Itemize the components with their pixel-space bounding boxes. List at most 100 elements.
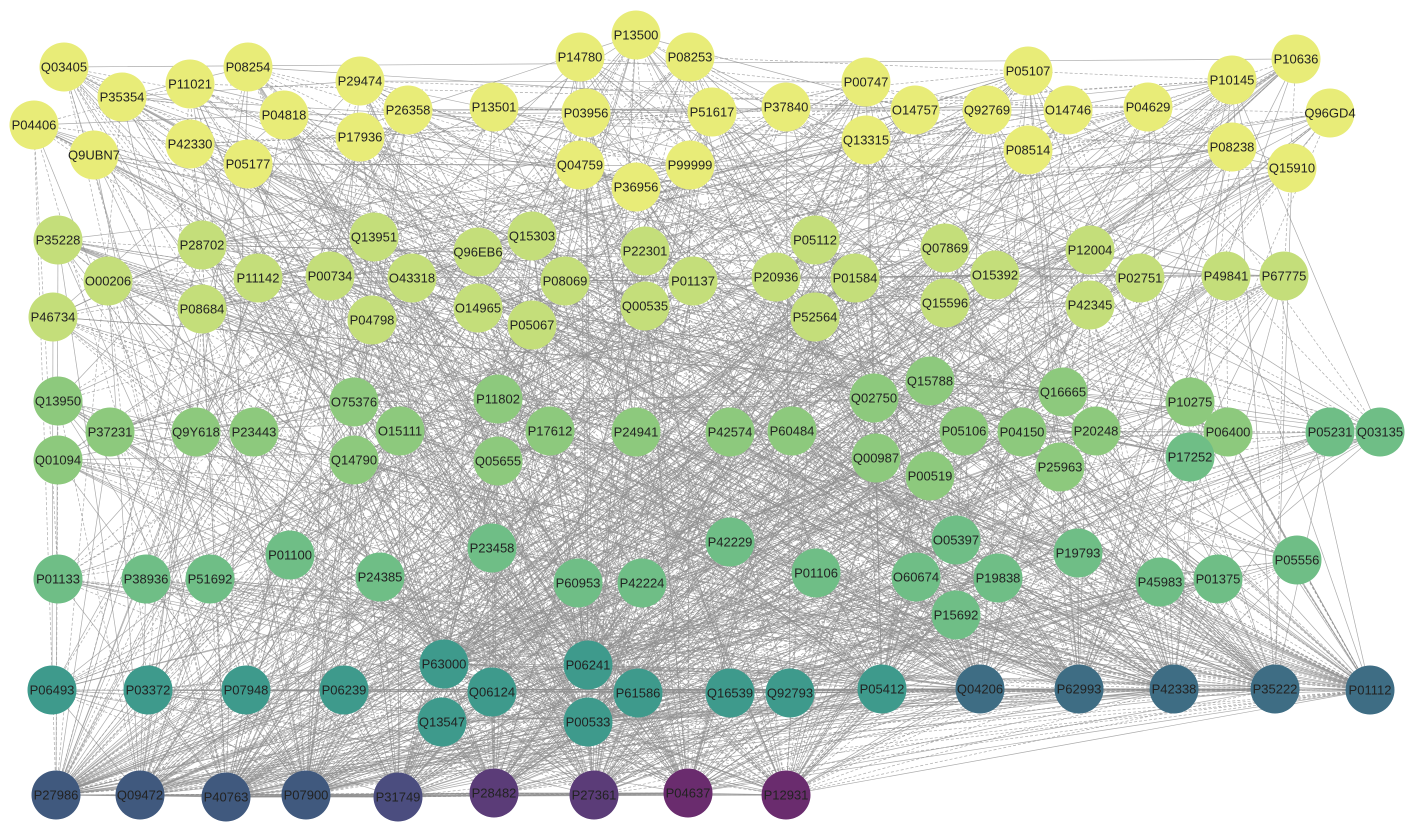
edge-Q06124-O43318 xyxy=(411,277,493,693)
edge-P04637-P05231 xyxy=(687,431,1331,794)
edge-P63000-P15692 xyxy=(443,614,957,665)
node-circle-O14746 xyxy=(1043,85,1093,135)
node-circle-P35222 xyxy=(1250,664,1300,714)
node-P07948: P07948 xyxy=(221,665,271,715)
edge-Q13315-O60674 xyxy=(865,139,917,578)
node-label-P19793: P19793 xyxy=(1056,546,1101,561)
edge-P05556-O43318 xyxy=(411,277,1298,561)
node-label-Q9Y618: Q9Y618 xyxy=(172,425,220,440)
edge-P40763-P37231 xyxy=(109,431,227,798)
node-label-Q14790: Q14790 xyxy=(331,453,377,468)
edge-P11802-P42224 xyxy=(497,398,643,584)
node-P19793: P19793 xyxy=(1053,528,1103,578)
edge-Q00535-P13501 xyxy=(493,106,646,307)
node-P13501: P13501 xyxy=(469,82,519,132)
edge-P27986-Q9Y618 xyxy=(55,431,197,796)
edge-P35222-P05106 xyxy=(963,430,1276,690)
node-label-P01133: P01133 xyxy=(36,572,80,587)
node-label-P17936: P17936 xyxy=(338,130,383,145)
node-circle-Q9UBN7 xyxy=(69,130,119,180)
edge-P99999-P26358 xyxy=(407,109,691,166)
node-label-P37840: P37840 xyxy=(764,100,809,115)
node-circle-P00519 xyxy=(905,451,955,501)
edge-P62993-P04637 xyxy=(687,688,1080,794)
node-label-P10275: P10275 xyxy=(1168,395,1213,410)
edge-P25963-P45983 xyxy=(1059,466,1161,583)
edge-P27986-Q02750 xyxy=(55,397,875,796)
edge-P26358-P05112 xyxy=(407,109,816,241)
edge-Q92769-Q13547 xyxy=(441,109,988,723)
edge-P06239-P37840 xyxy=(343,106,787,691)
node-circle-P01106 xyxy=(791,548,841,598)
edge-P00519-P31749 xyxy=(397,475,931,798)
node-label-P00519: P00519 xyxy=(908,469,953,484)
edge-Q04759-Q00535 xyxy=(579,164,646,307)
edge-P00533-P42224 xyxy=(587,582,643,723)
edge-P03372-Q9Y618 xyxy=(147,431,197,691)
edge-O15111-P60953 xyxy=(399,430,579,584)
edge-Q04206-Q01094 xyxy=(57,459,981,690)
edge-P01112-P13500 xyxy=(635,34,1371,691)
edge-P63000-P02751 xyxy=(443,277,1141,665)
edge-Q09472-P63000 xyxy=(139,663,445,796)
edge-P42338-O14965 xyxy=(477,307,1175,690)
edge-P06239-Q07869 xyxy=(343,247,946,691)
node-circle-Q03405 xyxy=(39,42,89,92)
node-label-P12004: P12004 xyxy=(1068,243,1113,258)
edge-P00519-Q92793 xyxy=(789,475,931,694)
node-label-P42338: P42338 xyxy=(1152,682,1197,697)
edge-O75376-P06239 xyxy=(343,401,355,691)
node-label-P19838: P19838 xyxy=(976,571,1021,586)
node-label-O00206: O00206 xyxy=(85,274,131,289)
node-circle-Q13547 xyxy=(417,697,467,747)
edge-P00533-P10145 xyxy=(587,79,1233,723)
node-P03956: P03956 xyxy=(561,88,611,138)
node-label-P08514: P08514 xyxy=(1006,143,1051,158)
node-label-Q16665: Q16665 xyxy=(1040,385,1086,400)
edge-P28482-P00747 xyxy=(493,81,867,794)
edge-P40763-P62993 xyxy=(225,688,1080,798)
node-P07900: P07900 xyxy=(281,770,331,820)
node-circle-Q00535 xyxy=(620,281,670,331)
edge-P40763-P38936 xyxy=(145,578,227,798)
node-circle-P42574 xyxy=(705,407,755,457)
node-circle-P17936 xyxy=(335,112,385,162)
node-P10636: P10636 xyxy=(1271,34,1321,84)
node-circle-P01100 xyxy=(265,530,315,580)
edge-P11142-P12004 xyxy=(257,249,1091,279)
node-circle-O14757 xyxy=(890,85,940,135)
node-P05231: P05231 xyxy=(1305,407,1355,457)
node-label-Q9UBN7: Q9UBN7 xyxy=(68,148,120,163)
node-circle-P61586 xyxy=(613,668,663,718)
edge-Q13547-P12004 xyxy=(441,249,1091,723)
node-label-Q96EB6: Q96EB6 xyxy=(453,245,502,260)
edge-P26358-P08238 xyxy=(407,109,1233,148)
node-Q01094: Q01094 xyxy=(33,435,83,485)
edge-Q09472-P05106 xyxy=(139,430,965,796)
edge-P19838-Q01094 xyxy=(57,459,999,579)
node-circle-P00747 xyxy=(841,57,891,107)
node-P24941: P24941 xyxy=(611,407,661,457)
node-circle-P02751 xyxy=(1115,253,1165,303)
node-label-P01100: P01100 xyxy=(268,548,312,563)
node-P04637: P04637 xyxy=(663,768,713,818)
edge-P28482-P52564 xyxy=(493,316,816,794)
node-P08069: P08069 xyxy=(540,256,590,306)
edge-P62993-P10145 xyxy=(1078,79,1233,690)
edge-P49841-P06400 xyxy=(1225,275,1229,433)
edge-P01112-P49841 xyxy=(1225,275,1371,691)
edge-P06241-P45983 xyxy=(587,581,1161,666)
node-P10275: P10275 xyxy=(1165,377,1215,427)
node-label-P11142: P11142 xyxy=(237,271,280,286)
edge-O75376-P01133 xyxy=(57,401,355,580)
edge-P01133-P04406 xyxy=(33,124,59,580)
node-P24385: P24385 xyxy=(355,552,405,602)
node-circle-P23443 xyxy=(229,407,279,457)
edge-P27361-P06400 xyxy=(593,431,1229,796)
edge-P52564-P17936 xyxy=(359,136,816,318)
node-P28482: P28482 xyxy=(469,768,519,818)
edge-P31749-P23458 xyxy=(397,547,493,798)
edge-P03372-P05067 xyxy=(147,324,533,691)
edge-P27986-P05067 xyxy=(55,324,533,796)
node-label-P35354: P35354 xyxy=(100,90,145,105)
